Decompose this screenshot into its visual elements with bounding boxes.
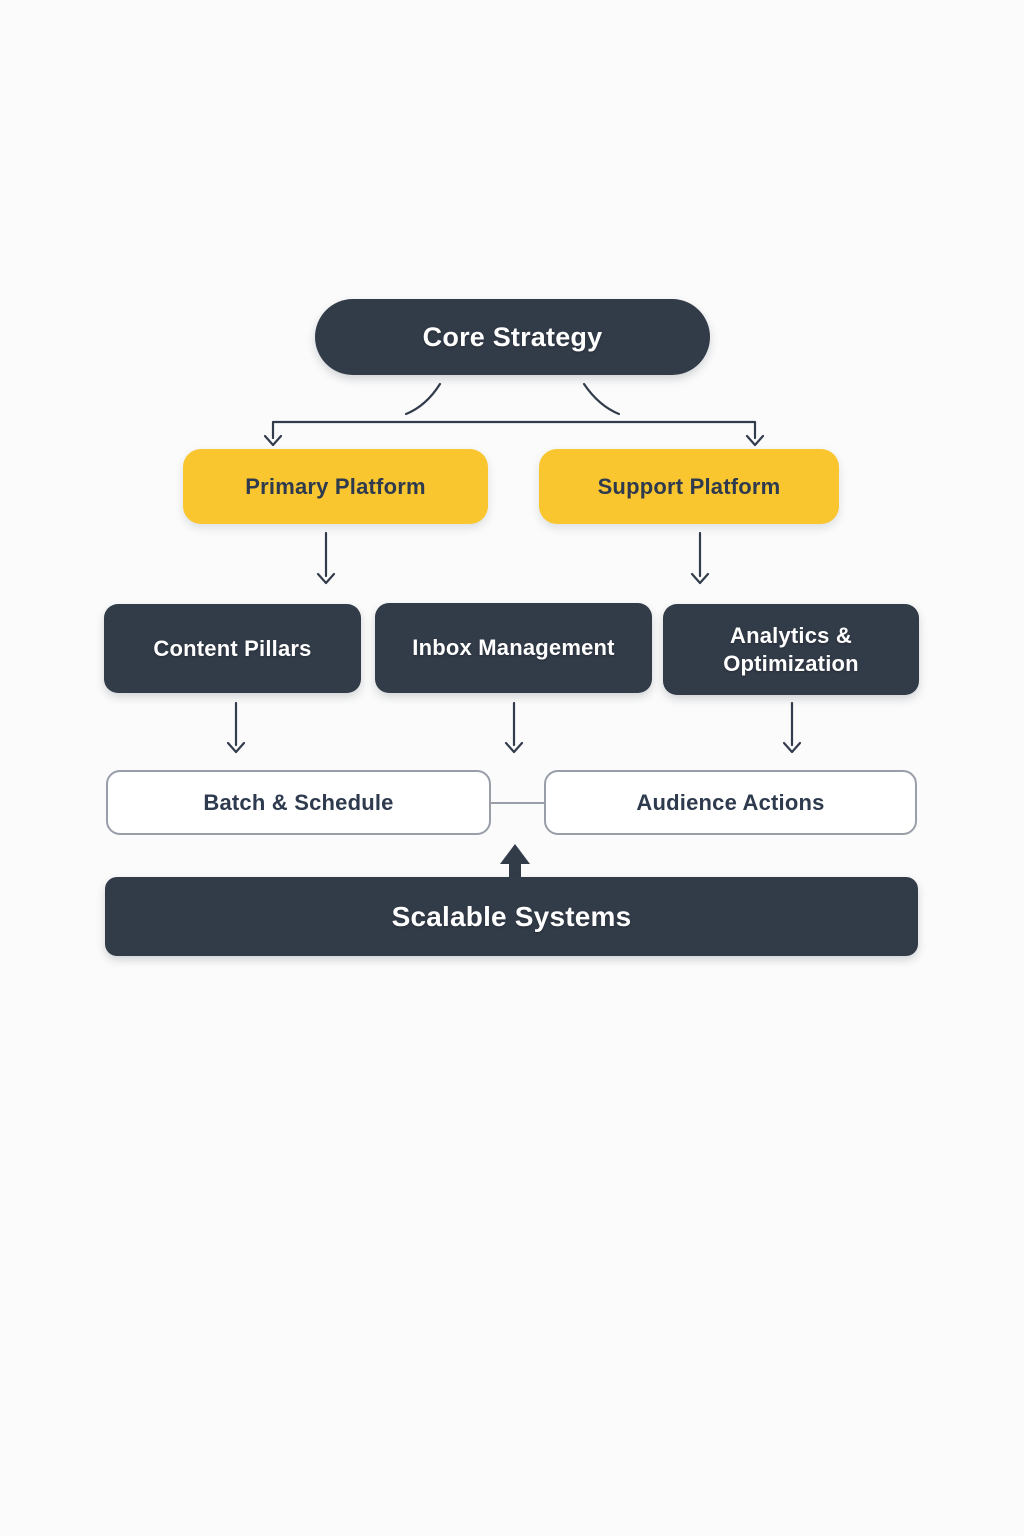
node-content-pillars-label: Content Pillars xyxy=(153,635,312,661)
node-support-platform-label: Support Platform xyxy=(597,473,781,499)
connector-bracket xyxy=(271,420,757,440)
node-analytics-optimization-label: Analytics & Optimization xyxy=(723,623,859,676)
arrow-down-icon xyxy=(745,434,765,447)
connector-curve-right xyxy=(582,382,621,416)
node-scalable-systems-label: Scalable Systems xyxy=(391,900,632,932)
node-analytics-optimization: Analytics & Optimization xyxy=(663,604,919,695)
arrow-up-icon xyxy=(500,844,530,878)
node-audience-actions-label: Audience Actions xyxy=(636,789,825,815)
arrow-down-icon xyxy=(782,741,802,754)
node-primary-platform: Primary Platform xyxy=(183,449,488,524)
arrow-down-icon xyxy=(226,741,246,754)
arrow-down-icon xyxy=(504,741,524,754)
arrow-down-icon xyxy=(690,572,710,585)
node-audience-actions: Audience Actions xyxy=(544,770,917,835)
node-primary-platform-label: Primary Platform xyxy=(245,473,426,499)
node-content-pillars: Content Pillars xyxy=(104,604,361,693)
node-batch-schedule-label: Batch & Schedule xyxy=(203,789,394,815)
node-scalable-systems: Scalable Systems xyxy=(105,877,918,956)
node-support-platform: Support Platform xyxy=(539,449,839,524)
node-inbox-management-label: Inbox Management xyxy=(412,635,615,660)
node-batch-schedule: Batch & Schedule xyxy=(106,770,491,835)
arrow-down-icon xyxy=(263,434,283,447)
connector-curve-left xyxy=(404,382,442,416)
node-inbox-management: Inbox Management xyxy=(375,603,652,693)
arrow-down-icon xyxy=(316,572,336,585)
node-core-strategy: Core Strategy xyxy=(315,299,710,375)
node-core-strategy-label: Core Strategy xyxy=(422,321,603,352)
